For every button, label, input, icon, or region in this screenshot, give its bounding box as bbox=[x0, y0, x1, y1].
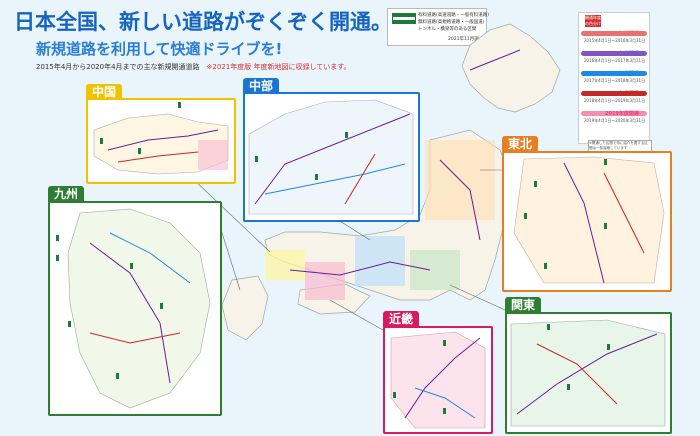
kyushu-road-label bbox=[56, 255, 60, 261]
legend-row-2019: 2019年度開通 2019年4月1日〜2020年3月31日 bbox=[581, 111, 647, 127]
chugoku-tab: 中国 bbox=[86, 84, 123, 100]
chugoku-highlight bbox=[265, 250, 305, 280]
legend-bar bbox=[581, 71, 647, 76]
kyushu-road-label bbox=[56, 235, 60, 241]
kanto-road-label bbox=[567, 384, 571, 390]
legend-item-toll: 有料道路(高速道路・一般有料道路) bbox=[418, 13, 490, 18]
opening-legend-header: 開通年度の色分け bbox=[585, 15, 601, 27]
legend-row-title: 2018年度開通 bbox=[605, 91, 639, 97]
kinki-highlight bbox=[305, 262, 345, 300]
connector-kinki bbox=[329, 299, 384, 331]
chubu-tab: 中部 bbox=[243, 78, 280, 94]
legend-bar bbox=[581, 111, 647, 116]
legend-row-2016: 2016年度開通 2016年4月1日〜2017年3月31日 bbox=[581, 51, 647, 67]
road-type-legend: 有料道路(高速道路・一般有料道路) 無料道路(高規格道路・一般国道) トンネル・… bbox=[387, 8, 490, 46]
legend-footnote: 2021年11月調べ bbox=[448, 37, 484, 42]
kinki-panel bbox=[383, 326, 493, 434]
legend-bar bbox=[581, 91, 647, 96]
legend-row-title: 2019年度開通 bbox=[605, 111, 639, 117]
page-subtitle: 新規道路を利用して快適ドライブを! bbox=[36, 40, 283, 58]
tohoku-road-label bbox=[604, 223, 608, 229]
legend-row-date: 2019年4月1日〜2020年3月31日 bbox=[584, 118, 646, 123]
chugoku-map bbox=[93, 113, 229, 175]
kinki-road-label bbox=[443, 340, 447, 346]
connector-chugoku bbox=[189, 175, 271, 253]
legend-row-date: 2017年4月1日〜2018年3月31日 bbox=[584, 78, 646, 83]
kyushu-map bbox=[67, 208, 211, 409]
legend-row-2015: 2015年度開通 2015年4月1日〜2016年3月31日 bbox=[581, 31, 647, 47]
legend-row-title: 2016年度開通 bbox=[605, 51, 639, 57]
tohoku-road-label bbox=[524, 213, 528, 219]
title-part-3: ぞくぞく開通。 bbox=[245, 10, 392, 34]
kinki-map bbox=[390, 331, 486, 429]
legend-row-title: 2015年度開通 bbox=[605, 31, 639, 37]
kanto-road-label bbox=[547, 324, 551, 330]
kanto-tab: 関東 bbox=[505, 297, 542, 313]
road-line bbox=[469, 49, 521, 71]
kyushu-panel bbox=[48, 201, 222, 416]
chugoku-panel bbox=[86, 98, 236, 184]
legend-bar bbox=[581, 51, 647, 56]
legend-item-tunnel: トンネル・橋梁等のある区間 bbox=[418, 27, 477, 32]
legend-row-date: 2016年4月1日〜2017年3月31日 bbox=[584, 58, 646, 63]
kyushu-landmass bbox=[221, 275, 269, 341]
opening-year-legend: 開通年度の色分け 2015年度開通 2015年4月1日〜2016年3月31日 2… bbox=[578, 12, 650, 144]
tohoku-road-label bbox=[604, 159, 608, 165]
connector-kanto bbox=[449, 284, 506, 311]
chugoku-road-label bbox=[178, 102, 182, 108]
caption: 2015年4月から2020年4月までの主な新規開通道路 ※2021年度版 年度新… bbox=[36, 62, 351, 72]
tohoku-panel bbox=[502, 151, 672, 292]
chubu-panel bbox=[243, 92, 420, 222]
tohoku-map bbox=[513, 156, 665, 284]
chubu-map bbox=[248, 99, 414, 215]
title-part-2: 新しい道路が bbox=[119, 10, 245, 34]
kinki-tab: 近畿 bbox=[383, 311, 420, 327]
kanto-road-label bbox=[607, 344, 611, 350]
legend-item-free: 無料道路(高規格道路・一般国道) bbox=[418, 20, 485, 25]
kanto-highlight bbox=[410, 250, 460, 290]
legend-row-title: 2017年度開通 bbox=[605, 71, 639, 77]
chugoku-road-label bbox=[100, 138, 104, 144]
kanto-panel bbox=[505, 312, 672, 434]
legend-row-date: 2015年4月1日〜2016年3月31日 bbox=[584, 38, 646, 43]
kyushu-road-label bbox=[130, 263, 134, 269]
kyushu-road-label bbox=[116, 373, 120, 379]
chubu-road-label bbox=[255, 156, 259, 162]
chubu-road-label bbox=[345, 132, 349, 138]
road-line bbox=[289, 261, 431, 276]
legend-bar bbox=[581, 31, 647, 36]
kyushu-road-label bbox=[160, 303, 164, 309]
road-swatch bbox=[392, 13, 416, 24]
tohoku-road-label bbox=[534, 181, 538, 187]
legend-row-2018: 2018年度開通 2018年4月1日〜2019年3月31日 bbox=[581, 91, 647, 107]
kyushu-road-label bbox=[68, 321, 72, 327]
caption-main: 2015年4月から2020年4月までの主な新規開通道路 bbox=[36, 63, 200, 71]
chubu-highlight bbox=[355, 236, 405, 286]
kyushu-tab: 九州 bbox=[48, 186, 85, 202]
legend-row-2017: 2017年度開通 2017年4月1日〜2018年3月31日 bbox=[581, 71, 647, 87]
hokkaido-landmass bbox=[461, 23, 561, 113]
caption-note: ※2021年度版 年度新地図に収録しています。 bbox=[206, 63, 351, 71]
kanto-map bbox=[510, 319, 666, 427]
page-title: 日本全国、新しい道路がぞくぞく開通。 bbox=[14, 6, 392, 36]
road-line bbox=[439, 159, 481, 241]
chugoku-road-label bbox=[138, 148, 142, 154]
title-part-1: 日本全国、 bbox=[14, 10, 119, 34]
tohoku-road-label bbox=[544, 263, 548, 269]
kinki-road-label bbox=[393, 392, 397, 398]
kinki-road-label bbox=[443, 408, 447, 414]
tohoku-tab: 東北 bbox=[502, 136, 539, 152]
legend-row-date: 2018年4月1日〜2019年3月31日 bbox=[584, 98, 646, 103]
chubu-road-label bbox=[315, 174, 319, 180]
